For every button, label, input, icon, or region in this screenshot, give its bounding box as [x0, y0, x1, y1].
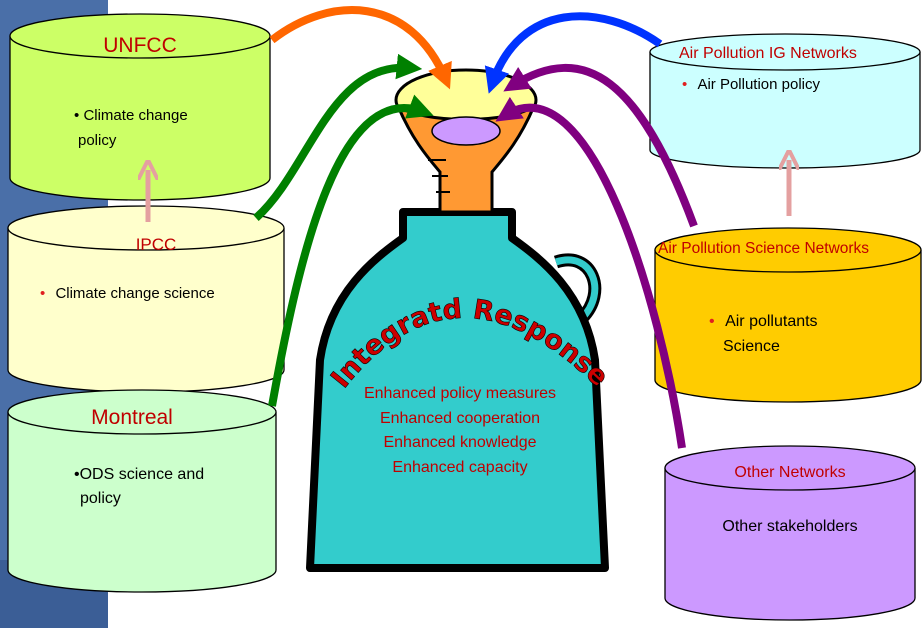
bullet-icon: • [682, 76, 688, 93]
air-sci-bullet-row: • Air pollutants [709, 313, 818, 331]
ipcc-bullet-text: Climate change science [55, 285, 215, 302]
air-sci-bullet-text: Air pollutants [725, 313, 818, 330]
montreal-cylinder [7, 389, 277, 593]
arrow-montreal-to-funnel [268, 94, 434, 407]
bottle-line-3: Enhanced knowledge [383, 434, 537, 451]
air-sci-bullet-text-2: Science [723, 338, 780, 355]
funnel-shape [394, 68, 538, 214]
montreal-title: Montreal [91, 406, 173, 429]
montreal-bullet-text-2: policy [80, 490, 121, 507]
air-ig-cylinder [649, 33, 921, 169]
other-networks-title: Other Networks [734, 464, 846, 481]
air-sci-title: Air Pollution Science Networks [658, 240, 870, 257]
arrow-air-ig-to-funnel [484, 12, 663, 94]
unfcc-bullet-text-2: policy [78, 132, 117, 149]
unfcc-bullet-text: Climate change [83, 107, 188, 124]
unfcc-bullet-row: • Climate change [74, 107, 188, 124]
ipcc-bullet-row: • Climate change science [40, 285, 215, 302]
bullet-icon: • [74, 107, 80, 124]
bullet-icon: • [40, 285, 46, 302]
unfcc-title: UNFCC [103, 34, 177, 57]
bottle-lines: Enhanced policy measures Enhanced cooper… [330, 382, 590, 480]
air-ig-bullet-row: • Air Pollution policy [682, 76, 820, 93]
air-sci-cylinder [654, 227, 922, 403]
air-ig-title: Air Pollution IG Networks [679, 45, 857, 62]
arrow-unfcc-to-funnel [269, 6, 452, 90]
bottle-shape [306, 208, 609, 572]
bullet-icon: • [709, 313, 715, 330]
montreal-bullet-text: •ODS science and [74, 466, 205, 483]
unfcc-cylinder [9, 13, 271, 201]
arrow-air-sci-to-funnel [503, 64, 698, 228]
other-networks-body: Other stakeholders [722, 518, 858, 535]
arrow-ipcc-to-funnel [253, 53, 423, 221]
other-networks-cylinder [664, 445, 916, 621]
bottle-line-1: Enhanced policy measures [363, 385, 557, 402]
air-ig-bullet-text: Air Pollution policy [697, 76, 820, 93]
bottle-line-2: Enhanced cooperation [379, 409, 541, 427]
arrow-other-to-funnel [495, 96, 686, 449]
bottle-line-4: Enhanced capacity [392, 458, 528, 476]
ipcc-title: IPCC [135, 235, 177, 254]
